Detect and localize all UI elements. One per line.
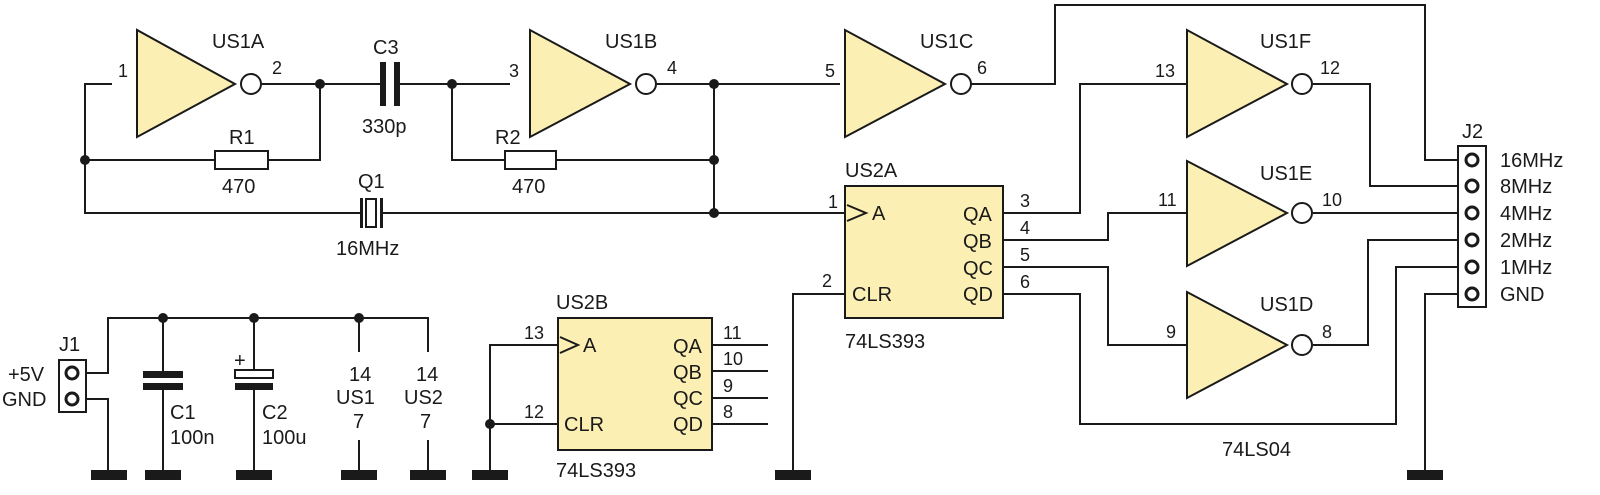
connector-pin-label: 16MHz [1500, 150, 1563, 172]
ic-output-label: QB [963, 231, 992, 253]
gate-us1e: US1E 11 10 [1158, 159, 1342, 268]
pin-number: 3 [1020, 191, 1030, 211]
gate-name: US1E [1260, 163, 1312, 185]
pin-number: 3 [509, 61, 519, 81]
connector-j1: J1 +5V GND [2, 334, 87, 413]
resistor-r1: R1 470 [214, 127, 269, 198]
polarity-mark: + [234, 350, 246, 372]
pin-number: 4 [1020, 218, 1030, 238]
ic-input-label: CLR [564, 414, 604, 436]
ic-input-label: CLR [852, 284, 892, 306]
component-value: 470 [512, 176, 545, 198]
component-value: 470 [222, 176, 255, 198]
pin-number: 2 [822, 271, 832, 291]
pin-number: 13 [524, 323, 544, 343]
ic-output-label: QA [963, 204, 993, 226]
ic-output-label: QC [963, 258, 993, 280]
vcc-pin: 14 [416, 364, 438, 386]
gate-us1c: US1C 5 6 [825, 28, 987, 139]
ic-output-label: QD [673, 414, 703, 436]
ic-part-number: 74LS393 [556, 460, 636, 482]
connector-pin-label: 2MHz [1500, 230, 1552, 252]
gate-name: US1F [1260, 31, 1311, 53]
connector-pin-label: GND [2, 389, 46, 411]
component-value: 330p [362, 116, 407, 138]
component-name: Q1 [358, 171, 385, 193]
component-value: 100u [262, 427, 307, 449]
component-name: C2 [262, 402, 288, 424]
junction-dots [80, 79, 719, 429]
pin-number: 8 [723, 402, 733, 422]
pin-number: 4 [667, 58, 677, 78]
pin-number: 11 [1158, 190, 1177, 210]
pin-number: 9 [723, 376, 733, 396]
gnd-pin: 7 [353, 411, 364, 433]
ic-part-number: 74LS393 [845, 331, 925, 353]
pin-number: 13 [1155, 61, 1175, 81]
ic-output-label: QD [963, 284, 993, 306]
vcc-pin: 14 [349, 364, 371, 386]
capacitor-c3: C3 330p [362, 37, 407, 138]
ic-output-label: QC [673, 388, 703, 410]
pin-number: 6 [1020, 272, 1030, 292]
connector-pin-label: 4MHz [1500, 203, 1552, 225]
pin-number: 2 [272, 58, 282, 78]
gate-name: US1B [605, 31, 657, 53]
ic-us2a: US2A A CLR 1 2 QA QB QC QD 3 4 5 6 74LS3… [822, 160, 1030, 353]
pin-number: 9 [1166, 322, 1176, 342]
gate-name: US1C [920, 31, 973, 53]
power-pins-us2: 14 US2 7 [404, 364, 443, 433]
gate-us1f: US1F 13 12 [1155, 28, 1340, 139]
pin-number: 12 [1320, 58, 1340, 78]
pin-number: 10 [1322, 190, 1342, 210]
connector-pin-label: +5V [8, 364, 45, 386]
pin-number: 11 [723, 323, 742, 343]
gate-name: US1A [212, 31, 265, 53]
capacitor-c2: + C2 100u [234, 350, 307, 449]
pin-number: 1 [118, 61, 128, 81]
ic-name: US2A [845, 160, 898, 182]
component-name: C1 [170, 402, 196, 424]
ic-name: US2B [556, 292, 608, 314]
chip-label: US2 [404, 387, 443, 409]
chip-label: US1 [336, 387, 375, 409]
gate-us1d: US1D 9 8 [1166, 290, 1332, 400]
component-name: R2 [495, 127, 521, 149]
gnd-pin: 7 [420, 411, 431, 433]
wires [84, 4, 1462, 470]
connector-j2: J2 16MHz 8MHz 4MHz 2MHz 1MHz GND [1457, 121, 1563, 308]
gate-us1b: US1B 3 4 [509, 28, 677, 139]
ic-us2b: US2B A CLR 13 12 QA QB QC QD 11 10 9 8 7… [524, 292, 743, 482]
connector-name: J2 [1462, 121, 1483, 143]
ic-output-label: QB [673, 362, 702, 384]
component-value: 100n [170, 427, 215, 449]
ic-output-label: QA [673, 336, 703, 358]
pin-number: 5 [1020, 245, 1030, 265]
ground-symbols [91, 470, 1443, 480]
resistor-r2: R2 470 [495, 127, 557, 198]
component-name: R1 [229, 127, 255, 149]
connector-pin-label: 1MHz [1500, 257, 1552, 279]
pin-number: 5 [825, 61, 835, 81]
connector-name: J1 [59, 334, 80, 356]
gate-us1a: US1A 1 2 [118, 28, 282, 139]
pin-number: 6 [977, 58, 987, 78]
gates-part-number: 74LS04 [1222, 439, 1291, 461]
connector-pin-label: 8MHz [1500, 176, 1552, 198]
capacitor-c1: C1 100n [143, 371, 215, 449]
gate-name: US1D [1260, 294, 1313, 316]
ic-input-label: A [872, 203, 886, 225]
pin-number: 1 [828, 192, 838, 212]
power-pins-us1: 14 US1 7 [336, 364, 375, 433]
ic-input-label: A [583, 335, 597, 357]
pin-number: 8 [1322, 322, 1332, 342]
pin-number: 12 [524, 402, 544, 422]
crystal-q1: Q1 16MHz [336, 171, 399, 260]
component-value: 16MHz [336, 238, 399, 260]
component-name: C3 [373, 37, 399, 59]
pin-number: 10 [723, 349, 743, 369]
connector-pin-label: GND [1500, 284, 1544, 306]
